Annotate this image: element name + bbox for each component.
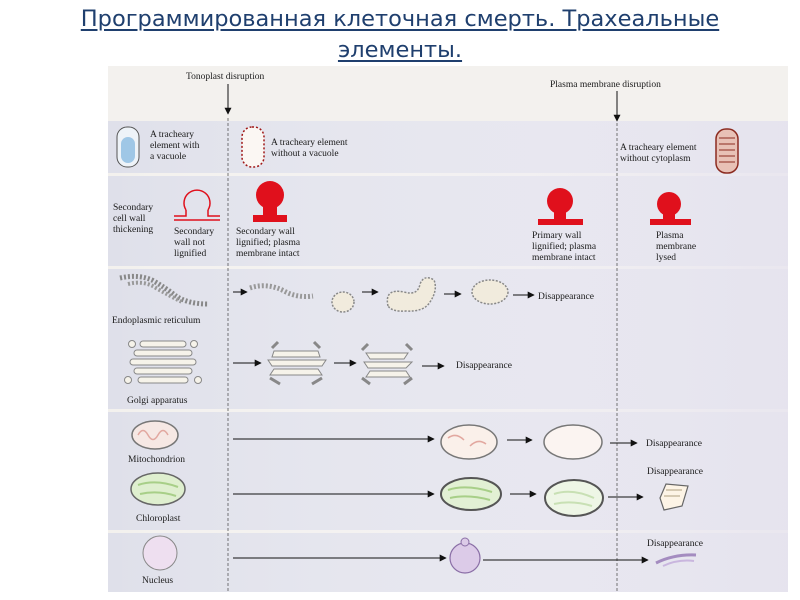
sec-thickening-label: Secondary cell wall thickening xyxy=(113,203,155,235)
chloroplast-ruptured-icon xyxy=(544,479,604,517)
nucleus-intact-icon xyxy=(142,535,178,571)
te-no-vacuole-label: A tracheary element without a vacuole xyxy=(271,138,350,159)
mito-disappearance: Disappearance xyxy=(646,439,702,449)
te-no-cytoplasm-label: A tracheary element without cytoplasm xyxy=(620,143,699,164)
te-vacuole-label: A tracheary element with a vacuole xyxy=(150,130,202,162)
nucleus-disappearance: Disappearance xyxy=(647,539,703,549)
nucleus-label: Nucleus xyxy=(142,576,173,586)
mitochondrion-intact-icon xyxy=(131,420,179,450)
er-fragmenting-icon xyxy=(249,283,355,313)
chloroplast-remnant-icon xyxy=(659,483,689,511)
er-disappearance: Disappearance xyxy=(538,292,594,302)
golgi-label: Golgi apparatus xyxy=(127,396,188,406)
chloro-disappearance: Disappearance xyxy=(647,467,703,477)
golgi-disrupting-icon xyxy=(267,340,327,386)
te-without-cytoplasm-icon xyxy=(715,128,739,174)
chloroplast-intact-icon xyxy=(130,472,186,506)
primary-wall-lignified-icon xyxy=(538,188,583,225)
golgi-fragment-icon xyxy=(360,342,414,386)
programmed-cell-death-figure: Tonoplast disruption Plasma membrane dis… xyxy=(108,66,788,592)
page-title-line1: Программированная клеточная смерть. Трах… xyxy=(80,6,720,32)
chloroplast-swollen-icon xyxy=(440,477,502,511)
plasma-label: Plasma membrane disruption xyxy=(550,80,661,90)
golgi-intact-icon xyxy=(124,340,202,384)
golgi-disappearance: Disappearance xyxy=(456,361,512,371)
er-intact-icon xyxy=(119,273,209,307)
primary-lignified-label: Primary wall lignified; plasma membrane … xyxy=(532,231,599,263)
mitochondrion-ruptured-icon xyxy=(543,424,603,460)
wall-lignified-icon xyxy=(253,181,287,222)
wall-not-lignified-icon xyxy=(174,189,220,221)
mitochondrion-swollen-icon xyxy=(440,424,498,460)
chloro-label: Chloroplast xyxy=(136,514,181,524)
nucleus-fragmenting-icon xyxy=(449,537,481,574)
tonoplast-label: Tonoplast disruption xyxy=(186,72,264,82)
er-vesicle-icon xyxy=(471,279,509,305)
te-without-vacuole-icon xyxy=(241,126,265,168)
page-title: Программированная клеточная смерть. Трах… xyxy=(0,4,800,66)
te-with-vacuole-icon xyxy=(116,126,140,168)
nucleus-remnant-icon xyxy=(655,553,697,567)
page-title-line2: элементы. xyxy=(337,37,463,63)
er-label: Endoplasmic reticulum xyxy=(112,316,201,326)
plasma-membrane-lysed-icon xyxy=(650,192,691,225)
sec-lignified-label: Secondary wall lignified; plasma membran… xyxy=(236,227,303,259)
mito-label: Mitochondrion xyxy=(128,455,185,465)
pm-lysed-label: Plasma membrane lysed xyxy=(656,231,698,263)
er-swelling-icon xyxy=(386,277,437,312)
sec-not-lignified-label: Secondary wall not lignified xyxy=(174,227,216,259)
